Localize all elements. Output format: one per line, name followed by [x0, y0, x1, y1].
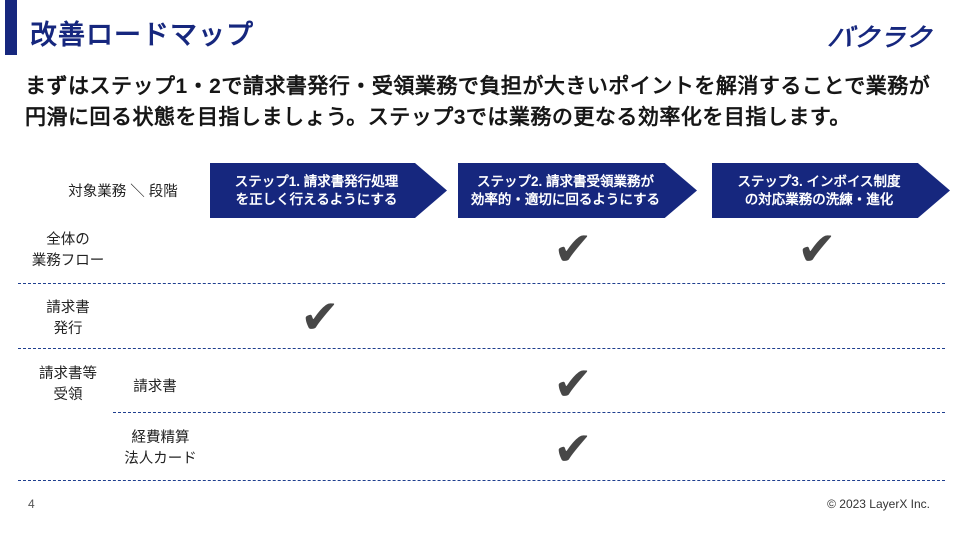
row3-line1: 請求書	[133, 379, 177, 395]
row4-line2: 法人カード	[124, 451, 197, 467]
step2-label-line2: 効率的・適切に回るようにする	[470, 191, 661, 207]
step3-label-line1: ステップ3. インボイス制度	[737, 173, 901, 189]
row2-line1: 請求書	[46, 300, 90, 316]
intro-line-1: まずはステップ1・2で請求書発行・受領業務で負担が大きいポイントを解消することで…	[25, 75, 931, 98]
step2-arrow: ステップ2. 請求書受領業務が 効率的・適切に回るようにする	[458, 163, 697, 218]
copyright: © 2023 LayerX Inc.	[827, 497, 930, 511]
row1-line2: 業務フロー	[31, 253, 105, 269]
check-icon: ✔	[553, 222, 593, 277]
check-icon: ✔	[300, 290, 340, 345]
row-label-overall-flow: 全体の 業務フロー	[18, 230, 118, 272]
row-label-invoice-issue: 請求書 発行	[18, 298, 118, 340]
row-divider-3-inner	[113, 412, 945, 413]
step3-arrow: ステップ3. インボイス制度 の対応業務の洗練・進化	[712, 163, 950, 218]
check-icon: ✔	[797, 222, 837, 277]
step1-label-line1: ステップ1. 請求書発行処理	[234, 173, 399, 189]
row1-line1: 全体の	[46, 232, 90, 248]
row-divider-2	[18, 348, 945, 349]
step1-label-line2: を正しく行えるようにする	[235, 191, 398, 207]
row-group-line2: 受領	[53, 387, 83, 403]
check-icon: ✔	[553, 357, 593, 412]
title-accent-bar	[5, 0, 17, 55]
row2-line2: 発行	[53, 321, 83, 337]
bakuraku-logo: バクラク	[826, 24, 934, 52]
row-sublabel-expense-card: 経費精算 法人カード	[108, 428, 213, 470]
check-icon: ✔	[553, 422, 593, 477]
page-title: 改善ロードマップ	[30, 20, 254, 50]
footer-divider	[18, 480, 945, 481]
page-number: 4	[28, 497, 35, 511]
step2-label-line1: ステップ2. 請求書受領業務が	[476, 173, 654, 189]
intro-line-2: 円滑に回る状態を目指しましょう。ステップ3では業務の更なる効率化を目指します。	[25, 106, 851, 129]
row-sublabel-invoice: 請求書	[105, 377, 205, 398]
step1-arrow: ステップ1. 請求書発行処理 を正しく行えるようにする	[210, 163, 447, 218]
intro-text: まずはステップ1・2で請求書発行・受領業務で負担が大きいポイントを解消することで…	[25, 71, 940, 133]
row-group-line1: 請求書等	[39, 366, 97, 382]
row4-line1: 経費精算	[131, 430, 190, 446]
row-group-label-invoice-receive: 請求書等 受領	[18, 364, 118, 406]
step3-label-line2: の対応業務の洗練・進化	[744, 191, 894, 207]
matrix-corner-label: 対象業務 ＼ 段階	[68, 184, 178, 200]
row-divider-1	[18, 283, 945, 284]
